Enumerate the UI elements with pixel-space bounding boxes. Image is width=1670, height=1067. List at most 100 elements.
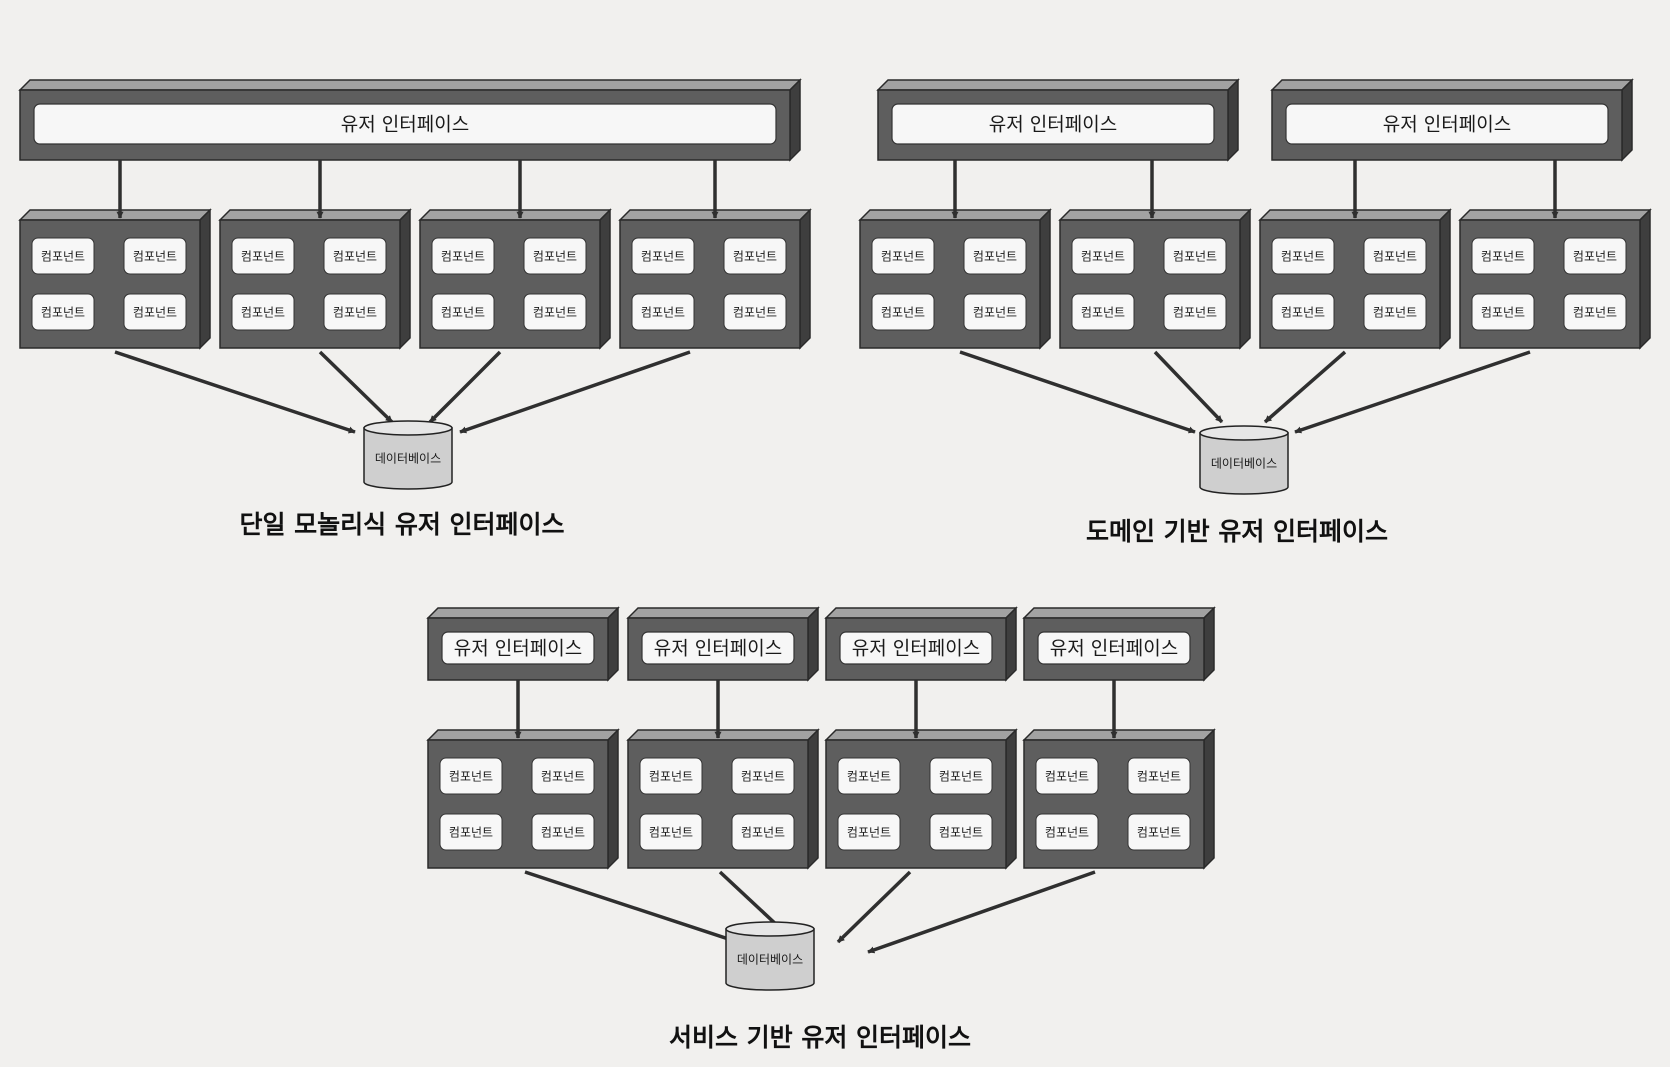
arrow: [318, 350, 394, 424]
component-label: 컴포넌트: [641, 250, 685, 264]
component-box: 컴포넌트: [639, 757, 703, 795]
component-box: 컴포넌트: [1563, 293, 1627, 331]
component-label: 컴포넌트: [441, 306, 485, 320]
component-box: 컴포넌트: [1127, 757, 1191, 795]
component-panel: [531, 757, 595, 795]
component-panel: [963, 237, 1027, 275]
database-cylinder: 데이터베이스: [363, 420, 453, 490]
component-box: 컴포넌트: [1163, 237, 1227, 275]
component-label: 컴포넌트: [41, 250, 85, 264]
component-box: 컴포넌트: [531, 757, 595, 795]
component-box: 컴포넌트: [723, 293, 787, 331]
component-label: 컴포넌트: [241, 306, 285, 320]
component-label: 컴포넌트: [741, 770, 785, 784]
component-label: 컴포넌트: [649, 826, 693, 840]
component-label: 컴포넌트: [1173, 306, 1217, 320]
component-label: 컴포넌트: [939, 770, 983, 784]
component-label: 컴포넌트: [133, 306, 177, 320]
component-panel: [323, 237, 387, 275]
component-label: 컴포넌트: [973, 306, 1017, 320]
component-label: 컴포넌트: [333, 306, 377, 320]
component-panel: [123, 293, 187, 331]
component-panel: [1127, 757, 1191, 795]
block-top: [18, 79, 802, 91]
component-box: 컴포넌트: [1071, 237, 1135, 275]
arrow: [1153, 350, 1224, 424]
component-panel: [871, 237, 935, 275]
component-box: 컴포넌트: [431, 237, 495, 275]
component-panel: [439, 813, 503, 851]
block-side: [1203, 606, 1215, 682]
ui-panel: [839, 631, 993, 665]
component-box: 컴포넌트: [639, 813, 703, 851]
cylinder-top: [363, 420, 453, 436]
component-box: 컴포넌트: [1363, 237, 1427, 275]
component-panel: [631, 237, 695, 275]
component-panel: [439, 757, 503, 795]
block-side: [789, 78, 801, 162]
component-box: 컴포넌트: [323, 293, 387, 331]
component-label: 컴포넌트: [733, 306, 777, 320]
block-top: [824, 729, 1018, 741]
component-panel: [963, 293, 1027, 331]
block-side: [1039, 208, 1051, 350]
component-panel: [31, 237, 95, 275]
component-panel: [1127, 813, 1191, 851]
block-side: [607, 728, 619, 870]
ui-label: 유저 인터페이스: [654, 638, 782, 660]
component-box: 컴포넌트: [1071, 293, 1135, 331]
block-top: [1022, 729, 1216, 741]
component-label: 컴포넌트: [641, 306, 685, 320]
arrow: [114, 350, 356, 434]
component-box: 컴포넌트: [231, 293, 295, 331]
arrow: [428, 350, 502, 424]
component-box: 컴포넌트: [631, 237, 695, 275]
block-side: [199, 208, 211, 350]
component-panel: [639, 757, 703, 795]
component-box: 컴포넌트: [731, 757, 795, 795]
component-label: 컴포넌트: [939, 826, 983, 840]
component-panel: [929, 757, 993, 795]
component-box: 컴포넌트: [1471, 293, 1535, 331]
component-label: 컴포넌트: [1045, 826, 1089, 840]
component-panel: [1071, 293, 1135, 331]
block-top: [1022, 607, 1216, 619]
component-label: 컴포넌트: [1173, 250, 1217, 264]
ui-block: 유저 인터페이스: [626, 606, 820, 682]
component-box: 컴포넌트: [123, 293, 187, 331]
arrow: [459, 350, 691, 434]
arrow: [959, 350, 1196, 434]
diagram-caption: 단일 모놀리식 유저 인터페이스: [239, 510, 564, 539]
ui-block: 유저 인터페이스: [426, 606, 620, 682]
component-label: 컴포넌트: [847, 826, 891, 840]
cylinder-top: [725, 921, 815, 937]
ui-block: 유저 인터페이스: [1270, 78, 1634, 162]
block-side: [599, 208, 611, 350]
block-top: [426, 729, 620, 741]
component-label: 컴포넌트: [241, 250, 285, 264]
ui-label: 유저 인터페이스: [341, 114, 469, 136]
ui-block: 유저 인터페이스: [824, 606, 1018, 682]
ui-label: 유저 인터페이스: [852, 638, 980, 660]
component-label: 컴포넌트: [1081, 306, 1125, 320]
component-box: 컴포넌트: [1127, 813, 1191, 851]
component-label: 컴포넌트: [1481, 306, 1525, 320]
component-box: 컴포넌트: [837, 813, 901, 851]
component-panel: [639, 813, 703, 851]
component-label: 컴포넌트: [847, 770, 891, 784]
cylinder-body: [363, 427, 453, 490]
database-label: 데이터베이스: [375, 452, 441, 466]
component-label: 컴포넌트: [1573, 306, 1617, 320]
block-side: [799, 208, 811, 350]
component-panel: [123, 237, 187, 275]
database-label: 데이터베이스: [1211, 457, 1277, 471]
component-label: 컴포넌트: [733, 250, 777, 264]
component-panel: [723, 293, 787, 331]
component-box: 컴포넌트: [731, 813, 795, 851]
